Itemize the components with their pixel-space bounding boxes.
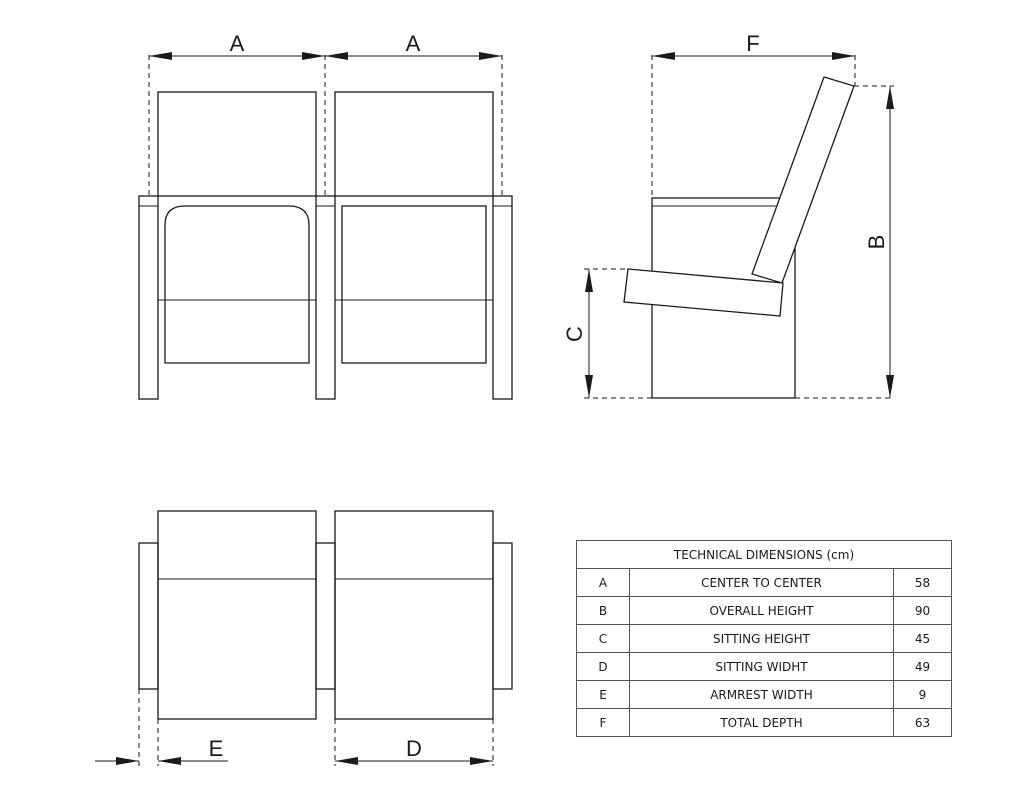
front-armrest-2 [315,195,336,400]
top-armrest-1 [138,542,159,690]
table-row: C SITTING HEIGHT 45 [576,624,953,653]
row-name: SITTING WIDHT [629,652,894,681]
row-key: C [576,624,630,653]
technical-dimensions-table: TECHNICAL DIMENSIONS (cm) A CENTER TO CE… [576,540,953,737]
side-backrest [751,76,855,284]
dim-label-a-right: A [406,31,421,56]
row-key: B [576,596,630,625]
row-name: CENTER TO CENTER [629,568,894,597]
side-view: F B C [562,31,894,399]
front-left-backrest [157,91,317,197]
top-view: E D [95,510,513,766]
row-name: TOTAL DEPTH [629,708,894,737]
side-seat [623,268,784,317]
front-armrest-3 [492,195,513,400]
dim-label-a-left: A [230,31,245,56]
table-row: E ARMREST WIDTH 9 [576,680,953,709]
row-key: F [576,708,630,737]
table-row: F TOTAL DEPTH 63 [576,708,953,737]
row-name: OVERALL HEIGHT [629,596,894,625]
dim-label-c: C [562,326,587,342]
table-row: A CENTER TO CENTER 58 [576,568,953,597]
row-value: 90 [892,596,953,625]
row-name: ARMREST WIDTH [629,680,894,709]
top-armrest-3 [492,542,513,690]
table-row: D SITTING WIDHT 49 [576,652,953,681]
row-value: 49 [892,652,953,681]
row-value: 58 [892,568,953,597]
row-key: E [576,680,630,709]
row-value: 45 [892,624,953,653]
row-name: SITTING HEIGHT [629,624,894,653]
front-left-seat [164,205,310,364]
row-value: 63 [892,708,953,737]
top-armrest-2 [315,542,336,690]
row-key: A [576,568,630,597]
dim-label-b: B [864,235,889,250]
top-right-seat [334,510,494,720]
row-value: 9 [892,680,953,709]
dim-label-d: D [406,736,422,761]
front-view: A A [138,31,513,400]
front-armrest-1 [138,195,159,400]
table-title: TECHNICAL DIMENSIONS (cm) [576,540,952,569]
front-right-backrest [334,91,494,197]
row-key: D [576,652,630,681]
front-right-seat [341,205,487,364]
dim-label-e: E [209,736,224,761]
top-left-seat [157,510,317,720]
dim-label-f: F [746,31,759,56]
table-row: B OVERALL HEIGHT 90 [576,596,953,625]
